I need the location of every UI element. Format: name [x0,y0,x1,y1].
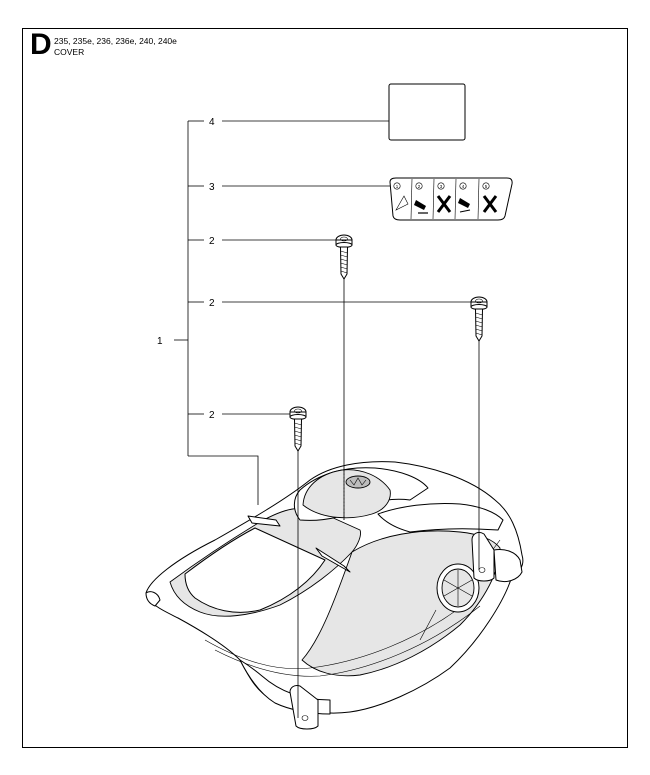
decal-marker-3: 3 [440,184,443,189]
callout-assembly: 1 [157,336,163,347]
decal-pictogram-icons [395,195,498,214]
decal-marker-1: 1 [396,184,399,189]
screw-c [289,406,307,452]
vent-hole [436,563,480,613]
leader-cover [188,455,259,505]
screw-b [470,296,488,342]
callout-label-plate: 4 [209,117,215,128]
cover-body [145,461,524,730]
callout-screw-c: 2 [209,410,215,421]
warning-decal: 1 2 3 4 5 [389,177,513,221]
model-list: 235, 235e, 236, 236e, 240, 240e [54,36,177,46]
slot-right [315,547,351,573]
assembly-guide-lines [297,279,480,718]
part-title: COVER [54,47,85,57]
callout-screw-a: 2 [209,236,215,247]
decal-marker-4: 4 [462,184,465,189]
decal-marker-2: 2 [418,184,421,189]
callout-leader-lines [174,120,472,505]
slot-left [247,515,281,527]
screw-boss-front [289,685,319,730]
callout-screw-b: 2 [209,298,215,309]
section-letter: D [30,28,52,61]
callout-decal: 3 [209,182,215,193]
logo-emblem-icon [345,475,371,489]
page-frame [22,28,628,748]
decal-marker-5: 5 [485,184,488,189]
screw-a [335,234,353,280]
label-plate [388,83,466,141]
